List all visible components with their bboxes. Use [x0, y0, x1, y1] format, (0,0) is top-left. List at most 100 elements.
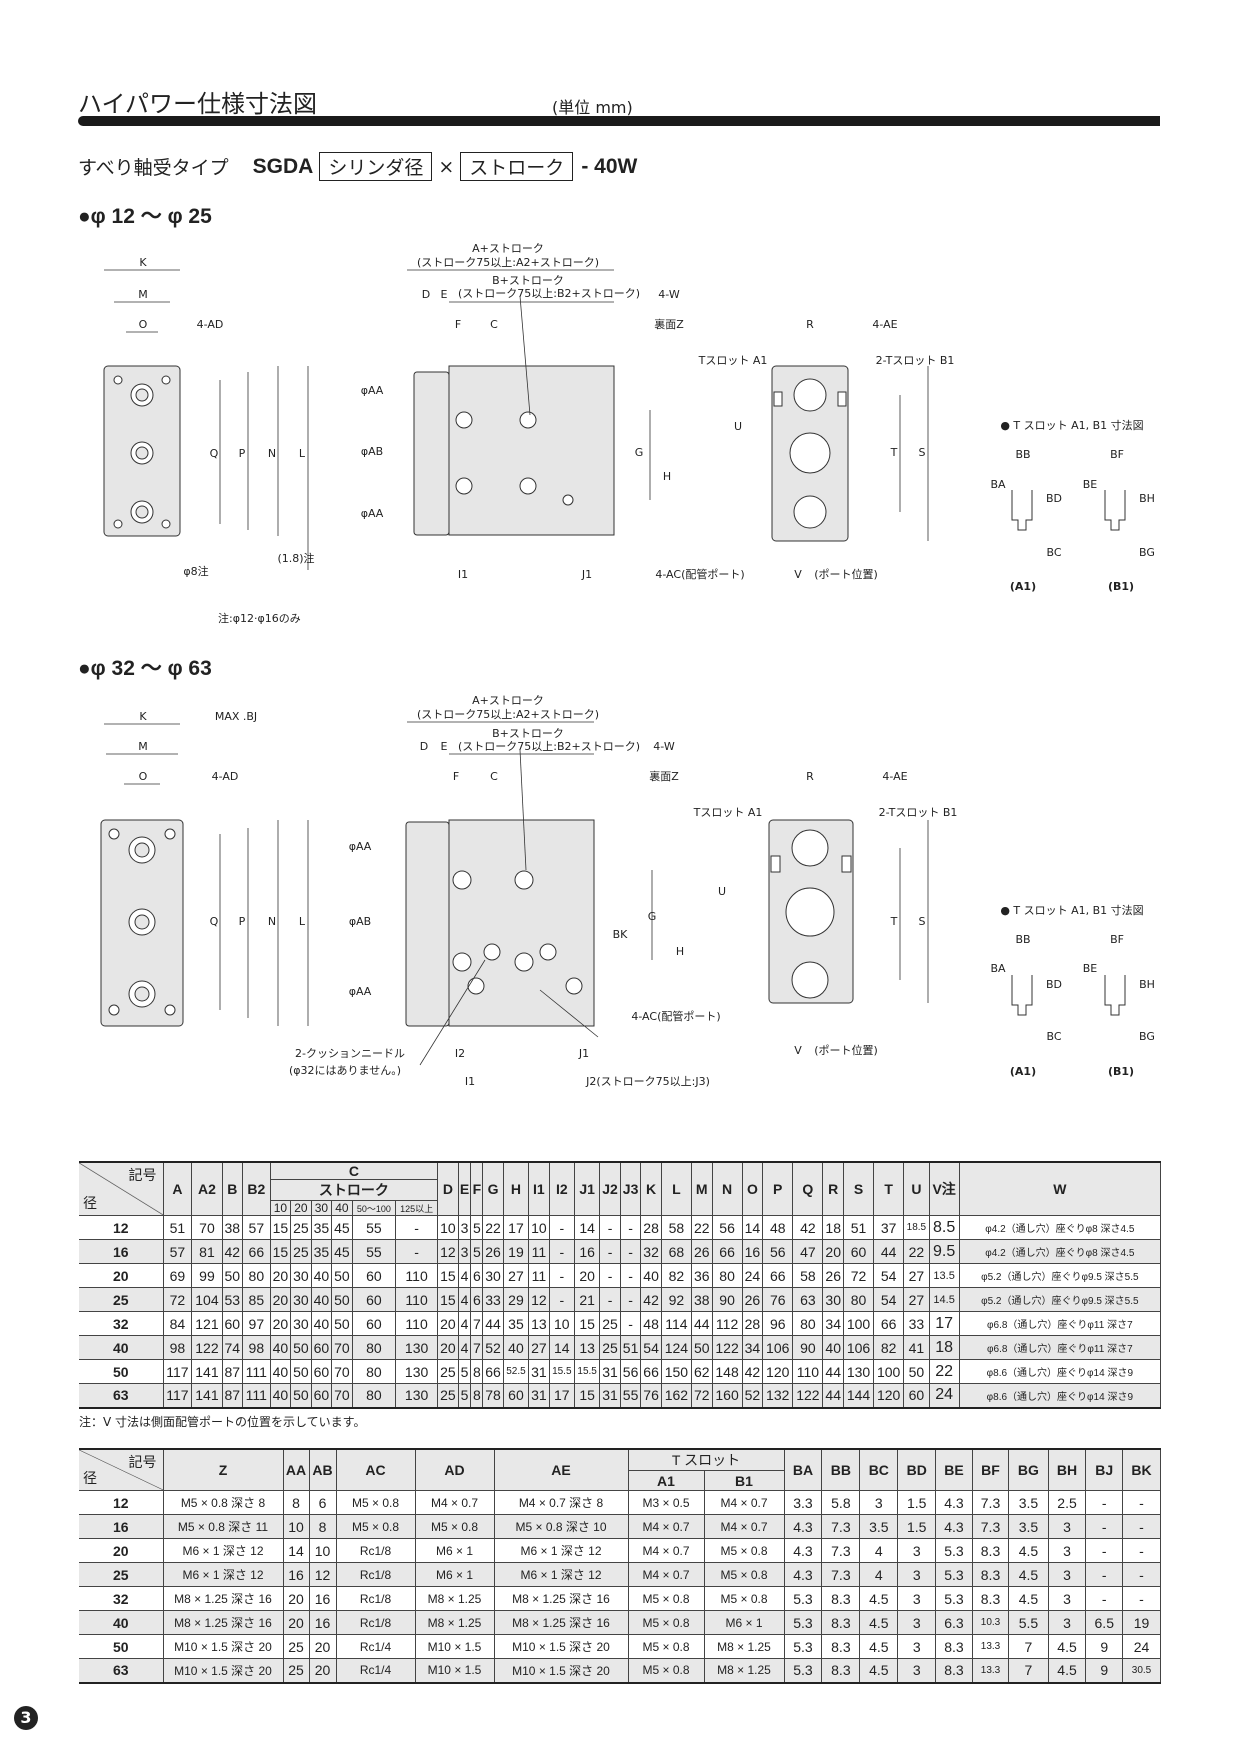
- value-cell: Rc1/8: [335, 1586, 416, 1611]
- bore-cell: 20: [79, 1263, 164, 1288]
- col-header: BB: [821, 1448, 861, 1491]
- col-header: N: [711, 1161, 743, 1216]
- value-cell: 7.3: [971, 1490, 1010, 1515]
- value-cell: 121: [191, 1311, 223, 1336]
- col-header-w: W: [958, 1161, 1162, 1216]
- value-cell: 44: [822, 1359, 844, 1384]
- bore-cell: 16: [79, 1239, 164, 1264]
- label-F: F: [453, 770, 459, 783]
- value-cell: M5 × 0.8 深さ 8: [162, 1490, 284, 1515]
- value-cell: 4: [457, 1287, 472, 1312]
- value-cell: -: [548, 1239, 575, 1264]
- value-cell: M8 × 1.25 深さ 16: [493, 1586, 629, 1611]
- label-I1: I1: [465, 1075, 475, 1088]
- value-cell: 60: [502, 1383, 530, 1408]
- label-phi8: φ8注: [183, 564, 208, 578]
- value-cell: -: [1085, 1490, 1124, 1515]
- label-M: M: [138, 740, 148, 753]
- corner-header: 記号径: [79, 1161, 164, 1216]
- value-cell: 4.3: [783, 1562, 823, 1587]
- value-cell: 122: [792, 1383, 824, 1408]
- value-cell: 17: [548, 1383, 575, 1408]
- value-cell: 4.3: [935, 1490, 973, 1515]
- value-cell: 70: [331, 1335, 353, 1360]
- value-cell: M8 × 1.25: [703, 1658, 785, 1683]
- value-cell: 70: [331, 1383, 353, 1408]
- value-cell: 130: [395, 1359, 439, 1384]
- value-cell: 57: [242, 1215, 271, 1240]
- value-cell: 31: [599, 1359, 621, 1384]
- value-cell: -: [599, 1215, 621, 1240]
- value-cell: 27: [903, 1263, 930, 1288]
- value-cell: 17: [502, 1215, 530, 1240]
- value-cell: 16: [308, 1586, 337, 1611]
- label-K: K: [139, 256, 147, 269]
- value-cell: 15: [437, 1263, 459, 1288]
- col-header: I1: [528, 1161, 550, 1216]
- value-cell: 18.5: [903, 1215, 930, 1240]
- value-cell: 5.3: [935, 1562, 973, 1587]
- value-cell: M6 × 1 深さ 12: [493, 1538, 629, 1563]
- value-cell: φ6.8（通し穴）座ぐりφ11 深さ7: [958, 1335, 1162, 1360]
- value-cell: M10 × 1.5 深さ 20: [493, 1658, 629, 1683]
- c-stroke-sub: 40: [331, 1200, 353, 1216]
- col-header: Q: [792, 1161, 824, 1216]
- value-cell: 85: [242, 1287, 271, 1312]
- label-L: L: [299, 447, 306, 460]
- value-cell: 40: [640, 1263, 662, 1288]
- value-cell: M4 × 0.7: [703, 1514, 785, 1539]
- value-cell: 14.5: [928, 1287, 960, 1312]
- value-cell: 26: [741, 1287, 764, 1312]
- value-cell: M5 × 0.8: [627, 1586, 705, 1611]
- value-cell: 3.5: [1008, 1490, 1049, 1515]
- value-cell: 60: [310, 1335, 333, 1360]
- value-cell: 62: [690, 1359, 713, 1384]
- value-cell: 132: [762, 1383, 794, 1408]
- label-Q: Q: [210, 915, 219, 928]
- col-header: AC: [335, 1448, 416, 1491]
- label-BE: BE: [1083, 962, 1098, 975]
- value-cell: 4: [457, 1311, 472, 1336]
- col-header: AE: [493, 1448, 629, 1491]
- value-cell: 66: [711, 1239, 743, 1264]
- value-cell: 1.5: [897, 1514, 937, 1539]
- value-cell: 3: [457, 1215, 472, 1240]
- value-cell: 40: [502, 1335, 530, 1360]
- value-cell: 8.3: [971, 1562, 1010, 1587]
- label-cushion-needle: 2-クッションニードル: [295, 1047, 405, 1060]
- label-tslot-A1: Tスロット A1: [693, 806, 763, 819]
- value-cell: 27: [528, 1335, 550, 1360]
- value-cell: 29: [502, 1287, 530, 1312]
- value-cell: 82: [873, 1335, 905, 1360]
- label-AA: φAA: [361, 384, 384, 397]
- value-cell: 100: [873, 1359, 905, 1384]
- label-Z: 裏面Z: [654, 317, 684, 331]
- value-cell: M5 × 0.8 深さ 10: [493, 1514, 629, 1539]
- value-cell: 114: [660, 1311, 692, 1336]
- label-BD: BD: [1046, 492, 1062, 505]
- col-header: BC: [859, 1448, 899, 1491]
- label-T: T: [890, 915, 898, 928]
- label-M: M: [138, 288, 148, 301]
- label-J2: J2(ストローク75以上:J3): [585, 1075, 710, 1088]
- value-cell: 66: [873, 1311, 905, 1336]
- value-cell: 60: [310, 1359, 333, 1384]
- col-header: BA: [783, 1448, 823, 1491]
- tslot-header: T スロット: [627, 1448, 785, 1471]
- value-cell: 70: [331, 1359, 353, 1384]
- value-cell: 7.3: [821, 1562, 861, 1587]
- value-cell: 42: [221, 1239, 244, 1264]
- value-cell: M10 × 1.5: [414, 1634, 495, 1659]
- value-cell: 20: [282, 1610, 310, 1635]
- value-cell: 8.5: [928, 1215, 960, 1240]
- value-cell: M10 × 1.5 深さ 20: [493, 1634, 629, 1659]
- value-cell: 31: [528, 1383, 550, 1408]
- col-header: Z: [162, 1448, 284, 1491]
- value-cell: 4.3: [783, 1538, 823, 1563]
- value-cell: 4.5: [859, 1610, 899, 1635]
- value-cell: 60: [221, 1311, 244, 1336]
